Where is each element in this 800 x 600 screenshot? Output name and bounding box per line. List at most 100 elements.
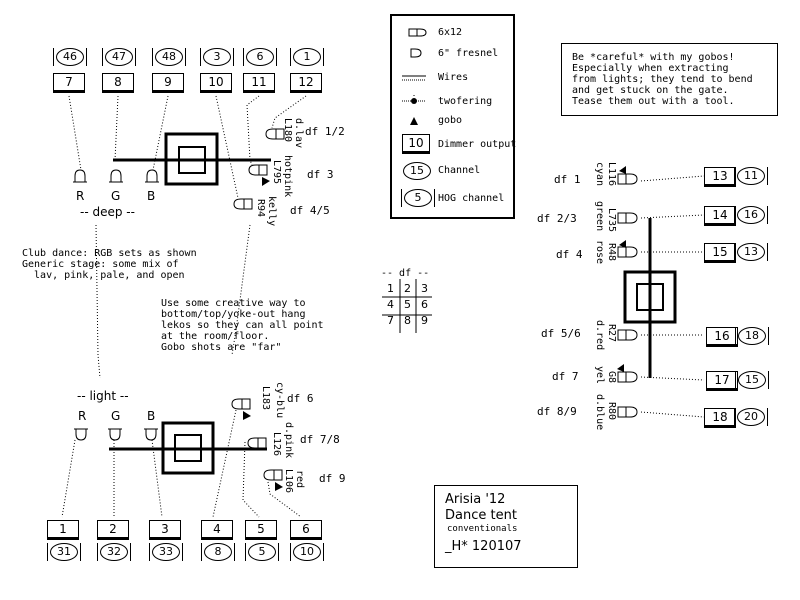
leko-icon (247, 437, 267, 449)
gobo-icon (243, 411, 251, 420)
legend-fresnel-icon (410, 48, 422, 58)
hog-channel: 48 (152, 48, 186, 66)
dimmer-output: 12 (290, 73, 322, 93)
hog-channel: 33 (149, 543, 183, 561)
leko-icon (617, 246, 638, 258)
legend-6x12-icon (408, 28, 427, 37)
leko-color: cy-blu (274, 382, 285, 419)
hog-channel: 8 (201, 543, 235, 561)
fresnel-label: R (76, 189, 85, 203)
legend-box (390, 14, 515, 219)
wire (68, 95, 82, 171)
legend-label-fresnel: 6" fresnel (438, 48, 499, 59)
fresnel-icon (145, 428, 157, 441)
wire (212, 409, 237, 518)
title-block: Arisia '12 Dance tent conventionals _H* … (434, 485, 578, 568)
right-color: rose (594, 240, 605, 265)
wire (640, 411, 705, 418)
leko-df: df 6 (287, 392, 314, 405)
leko-gel: L183 (260, 386, 271, 411)
dimmer-output: 15 (704, 243, 736, 263)
df-cell: 2 (404, 281, 411, 295)
right-gel: R27 (606, 324, 617, 343)
fresnel-icon (75, 428, 87, 441)
fresnel-icon (109, 428, 121, 441)
dimmer-output: 11 (243, 73, 275, 93)
leko-icon (617, 173, 638, 185)
hog-channel: 10 (290, 543, 324, 561)
dimmer-output: 14 (704, 206, 736, 226)
fresnel-icon (74, 169, 86, 183)
wire (640, 214, 705, 219)
fresnel-icon (110, 169, 122, 183)
wire (242, 441, 260, 518)
leko-icon (617, 212, 638, 224)
legend-label-hog: HOG channel (438, 193, 505, 204)
right-df: df 4 (556, 248, 583, 261)
legend-channel-icon: 15 (403, 162, 431, 180)
leko-icon (233, 198, 253, 210)
dimmer-output: 13 (704, 167, 736, 187)
leko-gel: R94 (255, 199, 266, 218)
right-gel: R80 (606, 402, 617, 421)
hog-channel: 1 (290, 48, 324, 66)
leko-gel: L126 (271, 432, 282, 457)
dimmer-output: 16 (706, 327, 738, 347)
fresnel-label: G (111, 409, 121, 423)
right-gel: R48 (606, 243, 617, 262)
wire (640, 175, 705, 182)
wire (114, 95, 119, 161)
right-color: cyan (594, 162, 605, 187)
gobo-icon (275, 482, 283, 491)
hog-channel: 16 (734, 206, 768, 224)
dimmer-output: 1 (47, 520, 79, 540)
right-df: df 5/6 (541, 327, 581, 340)
dimmer-output: 8 (102, 73, 134, 93)
leko-color: red (294, 470, 305, 489)
wire (215, 95, 239, 199)
df-cell: 7 (387, 313, 394, 327)
leko-icon (617, 406, 638, 418)
df-cell: 5 (404, 297, 411, 311)
legend-label-channel: Channel (438, 165, 481, 176)
legend-dimmer-icon: 10 (402, 134, 430, 154)
leko-color: d.lav (293, 118, 304, 149)
right-df: df 7 (552, 370, 579, 383)
hog-channel: 3 (200, 48, 234, 66)
leko-gel: L180 (282, 118, 293, 143)
title-line-3: conventionals (447, 524, 518, 534)
right-color: d.blue (594, 394, 605, 431)
right-df: df 2/3 (537, 212, 577, 225)
df-cell: 8 (404, 313, 411, 327)
df-grid-title: -- df -- (381, 268, 430, 279)
legend-hog-channel-icon: 5 (401, 189, 435, 207)
title-line-2: Dance tent (445, 508, 517, 523)
leko-gel: L106 (283, 469, 294, 494)
deep-label: -- deep -- (80, 205, 135, 219)
leko-gel: L795 (271, 160, 282, 185)
gobo-icon (262, 177, 270, 186)
right-df: df 8/9 (537, 405, 577, 418)
hog-channel: 11 (734, 167, 768, 185)
leko-icon (263, 469, 283, 481)
hog-channel: 5 (245, 543, 279, 561)
hog-channel: 31 (47, 543, 81, 561)
right-color: green (594, 201, 605, 232)
leko-df: df 7/8 (300, 433, 340, 446)
wire (271, 95, 307, 129)
hog-channel: 32 (97, 543, 131, 561)
hog-channel: 20 (734, 408, 768, 426)
hog-channel: 15 (735, 371, 769, 389)
fresnel-label: G (111, 189, 121, 203)
dimmer-output: 4 (201, 520, 233, 540)
dimmer-output: 7 (53, 73, 85, 93)
right-color: yel (594, 366, 605, 385)
df-cell: 9 (421, 313, 428, 327)
legend-twofering-icon (411, 98, 417, 104)
legend-label-6x12: 6x12 (438, 27, 463, 38)
gobo-icon (619, 166, 626, 174)
dimmer-output: 5 (245, 520, 277, 540)
legend-label-wires: Wires (438, 72, 469, 83)
dimmer-output: 6 (290, 520, 322, 540)
